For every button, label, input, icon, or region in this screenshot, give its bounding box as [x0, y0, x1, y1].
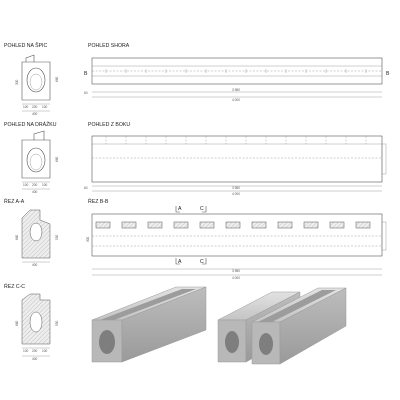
section-aa-dim-total: 400	[32, 263, 38, 267]
render-single-channel	[99, 330, 115, 354]
section-bb-hatch-block	[121, 221, 137, 229]
end-view-lip	[25, 54, 35, 62]
end-view-dim-full: 660	[55, 76, 59, 82]
end-view-dim-part-1: 100	[23, 105, 29, 109]
section-bb-outline	[91, 213, 383, 257]
section-cc-title: ŘEZ C-C	[4, 282, 25, 290]
side-view-dim-total: 4 000	[232, 192, 240, 196]
svg-text:C: C	[200, 206, 204, 212]
side-view-group: POHLED Z BOKU 3 980 4 000 60	[84, 122, 387, 196]
groove-view-inner-channel	[29, 153, 43, 171]
side-view-title: POHLED Z BOKU	[88, 122, 130, 128]
section-cc-dim-part-2: 200	[32, 349, 38, 353]
section-bb-hatch-block	[251, 221, 267, 229]
render-double-b-slot	[258, 290, 336, 322]
section-cc-dim-total: 400	[32, 357, 38, 361]
side-view-dim-small: 60	[84, 186, 88, 190]
section-bb-hatch-blocks	[95, 221, 371, 229]
section-bb-dim-total: 4 000	[232, 276, 240, 280]
section-bb-marker-a-top: A	[175, 206, 182, 213]
render-single-side-face	[121, 286, 207, 363]
section-cc-dim-part-3: 100	[42, 349, 48, 353]
groove-view-lip	[33, 130, 45, 140]
render-double-drain	[217, 287, 347, 365]
top-view-group: POHLED SHORA B B 3 980 4 000 60	[84, 43, 390, 102]
section-cc-group: ŘEZ C-C 100 200 100 400 660 550	[4, 282, 59, 361]
render-single-drain	[91, 286, 207, 363]
section-bb-end-tongue	[381, 221, 387, 251]
section-cc-profile	[21, 293, 51, 345]
side-view-dim-inner: 3 980	[232, 186, 240, 190]
top-view-marker-right: B	[386, 71, 390, 77]
section-aa-group: ŘEZ A-A 400 660 550	[4, 197, 59, 267]
section-bb-hatch-block	[173, 221, 189, 229]
groove-view-dim-part-3: 100	[42, 183, 48, 187]
groove-view-outline	[21, 139, 51, 179]
section-bb-marker-c-top: C	[200, 206, 207, 213]
section-bb-hatch-block	[329, 221, 345, 229]
section-bb-hatch-block	[277, 221, 293, 229]
groove-view-dim-total: 400	[32, 190, 38, 194]
section-bb-marker-c-bottom: C	[200, 258, 207, 265]
groove-view-dim-part-1: 100	[23, 183, 29, 187]
end-view-dim-height: 300	[15, 79, 19, 85]
groove-view-group: POHLED NA DRÁŽKU 100 200 100 400 660	[4, 120, 59, 194]
section-bb-hatch-block	[355, 221, 371, 229]
section-bb-hatch-block	[147, 221, 163, 229]
top-view-marker-left: B	[84, 71, 88, 77]
groove-view-title: POHLED NA DRÁŽKU	[4, 120, 57, 128]
section-bb-marker-a-bottom: A	[175, 258, 182, 265]
end-view-dim-part-3: 100	[42, 105, 48, 109]
end-view-outline	[21, 61, 51, 101]
section-aa-dim-height: 660	[15, 234, 19, 240]
section-aa-title: ŘEZ A-A	[4, 197, 25, 205]
render-single-slot	[100, 289, 196, 320]
end-view-group: POHLED NA ŠPIC 100 200 100 400 300 660	[4, 42, 59, 116]
top-view-dim-total: 4 000	[232, 98, 240, 102]
end-view-inner-channel	[29, 73, 43, 91]
section-bb-title: ŘEZ B-B	[88, 197, 109, 205]
svg-text:A: A	[178, 206, 182, 212]
section-bb-hatch-block	[199, 221, 215, 229]
section-bb-group: ŘEZ B-B A C A C 3 980 4 000 300	[86, 197, 387, 280]
groove-view-dim-height: 660	[55, 156, 59, 162]
top-view-dim-small: 60	[84, 91, 88, 95]
end-view-channel	[26, 67, 46, 93]
end-view-dim-total: 400	[32, 112, 38, 116]
section-aa-profile	[21, 209, 51, 259]
render-double-a-channel	[225, 331, 239, 353]
render-double-b-channel	[259, 333, 273, 355]
render-double-b-side-face	[279, 287, 347, 365]
svg-text:C: C	[200, 259, 204, 265]
section-bb-hatch-block	[303, 221, 319, 229]
section-cc-dim-section: 550	[55, 320, 59, 326]
groove-view-channel	[26, 147, 46, 173]
section-bb-dim-inner: 3 980	[232, 269, 240, 273]
end-view-dim-part-2: 200	[32, 105, 38, 109]
side-view-end-tongue	[381, 143, 387, 175]
section-cc-dim-part-1: 100	[23, 349, 29, 353]
top-view-title: POHLED SHORA	[88, 43, 130, 49]
section-cc-dim-height: 660	[15, 320, 19, 326]
svg-text:A: A	[178, 259, 182, 265]
side-view-outline	[91, 135, 383, 183]
section-aa-dim-section: 550	[55, 234, 59, 240]
top-view-dim-inner: 3 980	[232, 88, 240, 92]
top-view-slot-ticks	[105, 69, 367, 73]
section-bb-dim-height: 300	[86, 236, 90, 242]
section-bb-hatch-block	[225, 221, 241, 229]
side-view-slot-ticks	[105, 136, 367, 144]
groove-view-dim-part-2: 200	[32, 183, 38, 187]
end-view-title: POHLED NA ŠPIC	[4, 42, 47, 49]
section-bb-hatch-block	[95, 221, 111, 229]
